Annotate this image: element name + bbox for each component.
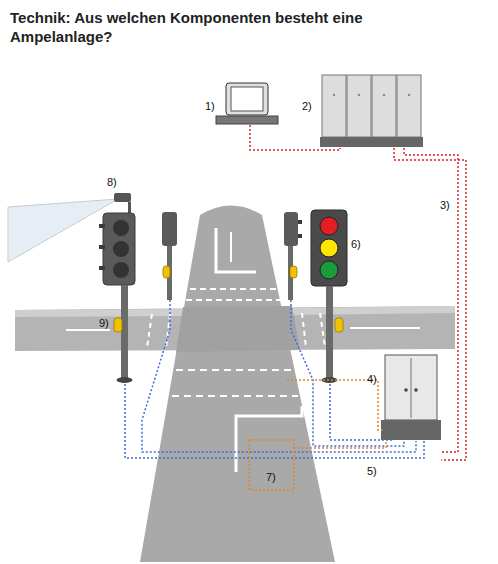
callout-number: 5) — [367, 465, 377, 478]
pole — [121, 285, 128, 380]
callout-slot: 8) — [107, 176, 117, 189]
camera — [114, 193, 131, 202]
callout-slot: 7) — [266, 471, 276, 484]
callout-slot: 1) — [205, 100, 215, 113]
callout-slot: 6) — [351, 238, 361, 251]
callout-number: 8) — [107, 176, 117, 189]
callout-number: 2) — [302, 100, 312, 113]
intersection — [176, 306, 300, 352]
road-edge — [15, 309, 185, 317]
server — [322, 75, 421, 137]
traffic-light — [284, 212, 298, 246]
callout-number: 3) — [440, 199, 450, 212]
camera-cone — [8, 199, 118, 262]
pole — [326, 286, 333, 380]
road-edge — [290, 306, 455, 315]
callout-slot: 5) — [367, 465, 377, 478]
road — [15, 306, 455, 351]
network-wire — [250, 125, 466, 460]
camera-mount — [128, 202, 131, 214]
push-button — [114, 266, 343, 332]
callout-slot: 3) — [440, 199, 450, 212]
road — [140, 206, 335, 563]
title-slot: Technik: Aus welchen Komponenten besteht… — [10, 8, 410, 46]
control-cabinet — [385, 355, 437, 420]
traffic-light — [162, 212, 177, 246]
callout-slot: 2) — [302, 100, 312, 113]
callout-number: 1) — [205, 100, 215, 113]
title: Technik: Aus welchen Komponenten besteht… — [10, 8, 410, 46]
road-markings — [66, 228, 420, 472]
detector-loop — [249, 380, 386, 490]
traffic-light — [311, 210, 347, 286]
callout-number: 7) — [266, 471, 276, 484]
signal-cable — [125, 300, 424, 458]
callout-number: 6) — [351, 238, 361, 251]
callout-slot: 4) — [367, 373, 377, 386]
computer — [226, 83, 268, 115]
callout-number: 9) — [99, 317, 109, 330]
traffic-light — [103, 213, 135, 285]
callout-number: 4) — [367, 373, 377, 386]
callout-slot: 9) — [99, 317, 109, 330]
